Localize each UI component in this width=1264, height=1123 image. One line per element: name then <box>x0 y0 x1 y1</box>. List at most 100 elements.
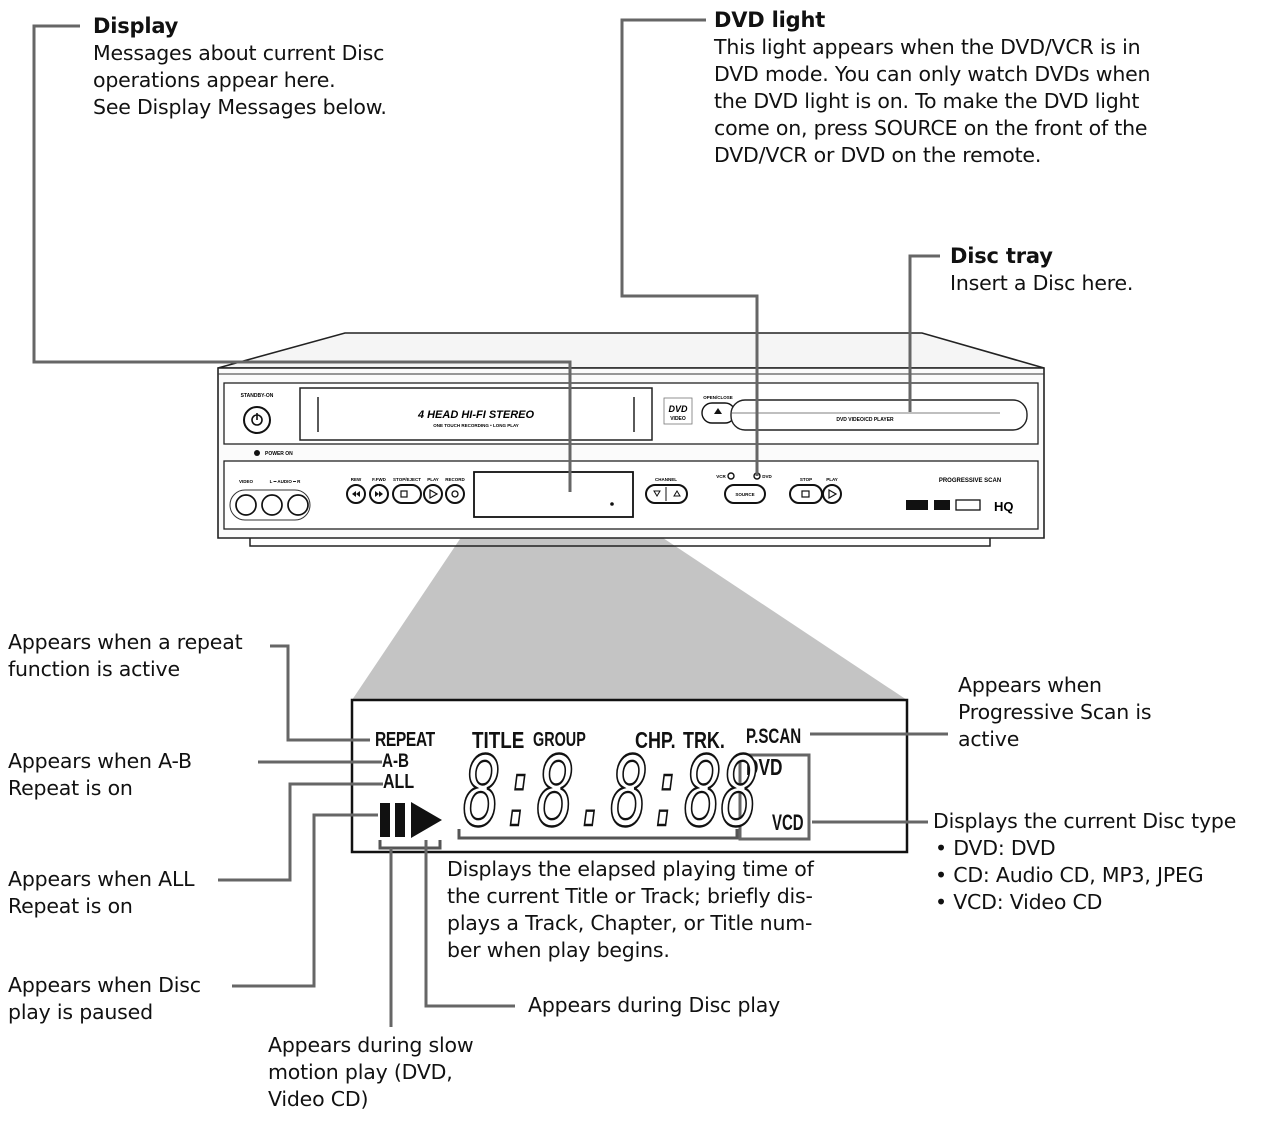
display-callout-line: See Display Messages below. <box>93 95 387 119</box>
eject-icon <box>714 408 722 414</box>
slow-callout-line: Appears during slow <box>268 1033 474 1057</box>
elapsed-callout: Displays the elapsed playing time of the… <box>447 856 814 964</box>
source-button[interactable] <box>724 484 766 504</box>
channel-down-icon <box>653 490 661 497</box>
pscan-callout-line: Progressive Scan is <box>958 700 1152 724</box>
play-callout: Appears during Disc play <box>528 993 781 1017</box>
pscan-callout: Appears when Progressive Scan is active <box>958 672 1152 753</box>
disc-type-item: • DVD: DVD <box>935 836 1056 860</box>
play-icon <box>429 488 439 500</box>
dvd-play-button[interactable] <box>822 484 842 504</box>
dvd-play-label: PLAY <box>826 477 838 482</box>
rew-icon <box>352 491 356 497</box>
display-callout: Display Messages about current Disc oper… <box>93 13 387 121</box>
power-on-led <box>254 450 260 456</box>
elapsed-callout-line: Displays the elapsed playing time of <box>447 857 814 881</box>
deck-line1: 4 HEAD HI-FI STEREO <box>417 409 535 421</box>
lcd-chp: CHP. <box>635 727 676 753</box>
dvd-vcr-device <box>217 332 1045 547</box>
repeat-callout-line: function is active <box>8 657 180 681</box>
play-button[interactable] <box>423 484 443 504</box>
ffwd-label: F.FWD <box>372 477 386 482</box>
mts-logo <box>955 499 981 511</box>
lcd-title: TITLE <box>472 727 525 753</box>
record-button[interactable] <box>445 484 465 504</box>
elapsed-callout-line: plays a Track, Chapter, or Title num- <box>447 911 813 935</box>
audio-left-jack[interactable] <box>261 494 283 516</box>
play-label: PLAY <box>427 477 439 482</box>
lcd-trk: TRK. <box>683 727 725 753</box>
audio-right-jack[interactable] <box>287 494 309 516</box>
pscan-callout-line: Appears when <box>958 673 1102 697</box>
deck-line2: ONE TOUCH RECORDING • LONG PLAY <box>433 423 519 428</box>
dvd-led-label: DVD <box>762 474 772 479</box>
source-label: SOURCE <box>735 492 754 497</box>
disc-tray-callout: Disc tray Insert a Disc here. <box>950 243 1133 297</box>
disc-type-item: • VCD: Video CD <box>935 890 1103 914</box>
stop-eject-label: STOP/EJECT <box>393 477 421 482</box>
stop-icon <box>400 490 408 498</box>
disc-tray-callout-title: Disc tray <box>950 244 1053 268</box>
elapsed-callout-line: the current Title or Track; briefly dis- <box>447 884 813 908</box>
standby-label: STANDBY-ON <box>241 393 274 399</box>
progressive-logo <box>906 500 928 510</box>
pause-callout: Appears when Disc play is paused <box>8 972 201 1026</box>
dvd-light-callout-line: the DVD light is on. To make the DVD lig… <box>714 89 1140 113</box>
rew-label: REW <box>351 477 362 482</box>
hq-label: HQ <box>994 499 1014 514</box>
dvd-stop-icon <box>801 490 810 498</box>
dolby-logo <box>934 500 950 510</box>
channel-up-icon <box>673 490 681 497</box>
display-callout-line: operations appear here. <box>93 68 336 92</box>
all-callout-line: Appears when ALL <box>8 867 195 891</box>
pause-callout-line: Appears when Disc <box>8 973 201 997</box>
dvd-stop-button[interactable] <box>789 484 823 504</box>
dvd-logo <box>663 397 693 425</box>
lcd-repeat: REPEAT <box>375 729 435 751</box>
vcr-label: VCR <box>716 474 726 479</box>
disc-tray-callout-line: Insert a Disc here. <box>950 271 1134 295</box>
channel-label: CHANNEL <box>655 477 677 482</box>
disc-tray[interactable] <box>730 399 1028 431</box>
slow-callout: Appears during slow motion play (DVD, Vi… <box>268 1032 474 1113</box>
disc-type-callout-title: Displays the current Disc type <box>933 809 1237 833</box>
video-jack[interactable] <box>235 494 257 516</box>
device-feet <box>249 538 991 547</box>
dvd-light-callout-line: DVD/VCR or DVD on the remote. <box>714 143 1042 167</box>
dvd-logo-sub: VIDEO <box>670 416 686 422</box>
ab-callout: Appears when A-B Repeat is on <box>8 748 192 802</box>
lcd-dvd: DVD <box>746 754 783 780</box>
progressive-label: PROGRESSIVE SCAN <box>939 478 1001 484</box>
display-callout-line: Messages about current Disc <box>93 41 385 65</box>
pause-play-bracket <box>378 840 442 850</box>
record-icon <box>451 490 459 498</box>
vcr-led <box>727 472 735 480</box>
pause-callout-line: play is paused <box>8 1000 153 1024</box>
display-callout-title: Display <box>93 14 179 38</box>
record-label: RECORD <box>445 477 465 482</box>
dvd-play-icon <box>828 488 838 500</box>
ab-callout-line: Repeat is on <box>8 776 133 800</box>
power-on-label: POWER ON <box>265 451 293 457</box>
lcd-pscan: P.SCAN <box>746 725 802 748</box>
cassette-slot <box>299 387 653 441</box>
leader-lines <box>32 18 948 1027</box>
dvd-light-callout: DVD light This light appears when the DV… <box>714 7 1151 169</box>
audio-label: L ━ AUDIO ━ R <box>270 479 301 484</box>
lcd-ab: A-B <box>382 751 410 772</box>
dvd-stop-label: STOP <box>800 477 812 482</box>
ab-callout-line: Appears when A-B <box>8 749 192 773</box>
all-callout: Appears when ALL Repeat is on <box>8 866 195 920</box>
pause-icon <box>380 803 390 837</box>
open-close-label: OPEN/CLOSE <box>703 395 733 400</box>
front-display-window <box>473 471 634 518</box>
repeat-callout: Appears when a repeat function is active <box>8 629 243 683</box>
dvd-light-callout-line: This light appears when the DVD/VCR is i… <box>714 35 1141 59</box>
repeat-callout-line: Appears when a repeat <box>8 630 243 654</box>
disc-type-box <box>738 753 811 841</box>
video-label: VIDEO <box>239 479 254 484</box>
all-callout-line: Repeat is on <box>8 894 133 918</box>
dvd-light-callout-line: come on, press SOURCE on the front of th… <box>714 116 1148 140</box>
lcd-group: GROUP <box>533 729 586 751</box>
